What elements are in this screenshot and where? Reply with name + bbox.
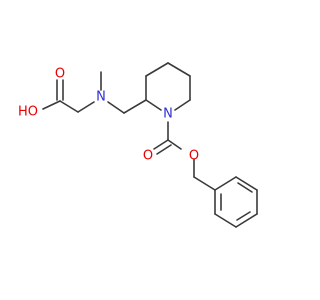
atom-ho: HO: [18, 105, 38, 120]
bond-ph-1: [214, 176, 237, 191]
bond-carbamate-co-b: [156, 144, 172, 155]
bond-c-ch2: [59, 100, 79, 113]
atom-o-carbamate-carbonyl: O: [143, 149, 153, 164]
bonds: [42, 62, 258, 228]
atom-o-acid-carbonyl: O: [55, 67, 65, 82]
bond-ch2-n: [77, 101, 95, 113]
bond-ph-5: [214, 213, 237, 228]
bond-c-oh: [42, 100, 61, 110]
bond-carbamate-c-o: [167, 139, 182, 150]
bond-ph-double-2: [236, 211, 251, 221]
molecule-diagram: O HO N N O O: [18, 62, 258, 228]
atom-n-piperidine: N: [163, 107, 173, 122]
atom-labels: O HO N N O O: [18, 67, 199, 164]
bond-ring-3: [167, 62, 191, 77]
bond-ph-2: [235, 176, 258, 191]
bond-ring-6: [145, 99, 162, 111]
bond-n-ch2: [107, 101, 125, 114]
bond-ph-4: [235, 213, 258, 228]
bond-ch2-phenyl: [193, 176, 216, 191]
atom-n-amine: N: [96, 90, 106, 105]
atom-o-ester: O: [189, 149, 199, 164]
bond-ring-5: [174, 99, 191, 111]
bond-carbamate-co-a: [153, 139, 169, 150]
structure-canvas: O HO N N O O: [17, 62, 258, 228]
bond-ch2-ring: [123, 99, 147, 114]
bond-ph-double-1: [237, 182, 253, 193]
bond-ring-2: [145, 62, 169, 77]
